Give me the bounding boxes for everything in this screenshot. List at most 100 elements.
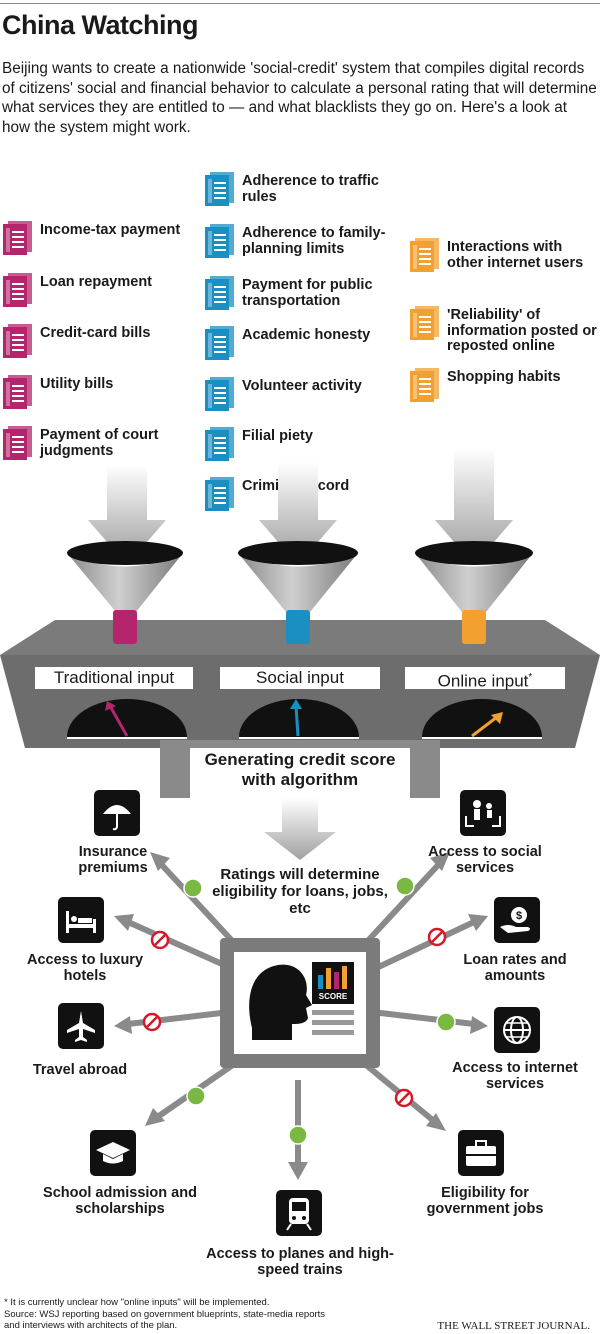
flow-arrow-online	[435, 448, 513, 565]
label-strip-online	[405, 667, 565, 689]
input-item-traditional: Utility bills	[3, 375, 203, 409]
footnote: * It is currently unclear how "online in…	[4, 1297, 270, 1308]
source-note: Source: WSJ reporting based on governmen…	[4, 1309, 326, 1331]
input-item-social: Academic honesty	[205, 326, 405, 360]
document-icon	[410, 368, 440, 402]
gauge-traditional	[67, 699, 187, 739]
document-icon	[3, 324, 33, 358]
flow-arrow-traditional	[88, 465, 166, 565]
gauge-label-online-text: Online input	[437, 671, 529, 691]
algorithm-box	[190, 748, 410, 798]
publisher-credit: THE WALL STREET JOURNAL.	[437, 1320, 590, 1332]
bed-icon	[58, 897, 104, 943]
input-item-label: 'Reliability' of information posted or r…	[447, 307, 597, 354]
funnel-traditional	[67, 541, 183, 644]
globe-icon	[494, 1007, 540, 1053]
algorithm-text: Generating credit score with algorithm	[204, 750, 396, 789]
input-item-label: Adherence to family-planning limits	[242, 225, 386, 257]
gauge-online	[422, 699, 542, 739]
allowed-marker	[183, 878, 203, 898]
label-strip-traditional	[35, 667, 193, 689]
umbrella-icon	[94, 790, 140, 836]
algorithm-down-arrow	[264, 798, 336, 860]
document-icon	[3, 375, 33, 409]
allowed-marker	[436, 1012, 456, 1032]
blocked-marker	[150, 930, 170, 950]
score-label: SCORE	[319, 992, 348, 1001]
document-icon	[410, 306, 440, 340]
flow-arrow-social	[259, 462, 337, 565]
monitor: SCORE	[220, 938, 380, 1068]
input-item-label: Filial piety	[242, 428, 313, 444]
briefcase-icon	[458, 1130, 504, 1176]
blocked-marker	[394, 1088, 414, 1108]
output-travel: Travel abroad	[32, 1062, 128, 1078]
page-title: China Watching	[2, 10, 199, 40]
head-silhouette-icon	[249, 964, 312, 1040]
online-footnote-mark: *	[528, 672, 533, 683]
input-item-label: Volunteer activity	[242, 378, 362, 394]
funnel-social	[238, 541, 358, 644]
output-social-services: Access to social services	[428, 844, 542, 876]
gauge-label-online: Online input*	[405, 668, 565, 692]
output-internet: Access to internet services	[452, 1060, 578, 1092]
input-item-label: Shopping habits	[447, 369, 561, 385]
document-icon	[205, 427, 235, 461]
gauge-social	[239, 699, 359, 739]
input-item-traditional: Income-tax payment	[3, 221, 203, 255]
document-icon	[205, 172, 235, 206]
input-item-label: Payment of court judgments	[40, 427, 159, 459]
machine-graphic: SCORE	[0, 448, 600, 1180]
intro-text: Beijing wants to create a nationwide 'so…	[2, 60, 597, 136]
input-item-label: Income-tax payment	[40, 222, 181, 238]
document-icon	[3, 273, 33, 307]
output-school: School admission and scholarships	[43, 1185, 197, 1217]
input-item-social: Volunteer activity	[205, 377, 405, 411]
input-item-social: Adherence to traffic rules	[205, 172, 405, 206]
gauge-label-traditional: Traditional input	[53, 668, 175, 687]
gauge-label-social: Social input	[256, 668, 344, 687]
input-item-traditional: Loan repayment	[3, 273, 203, 307]
blocked-marker	[427, 927, 447, 947]
output-insurance: Insurance premiums	[78, 844, 148, 876]
input-item-label: Interactions with other internet users	[447, 239, 584, 271]
input-item-label: Academic honesty	[242, 327, 371, 343]
document-icon	[3, 426, 33, 460]
document-icon	[3, 221, 33, 255]
input-item-label: Adherence to traffic rules	[242, 173, 379, 205]
input-item-label: Credit-card bills	[40, 325, 151, 341]
allowed-marker	[186, 1086, 206, 1106]
output-govjobs: Eligibility for government jobs	[426, 1185, 544, 1217]
document-icon	[205, 276, 235, 310]
money-bag-icon: $	[494, 897, 540, 943]
input-item-social: Criminal record	[205, 477, 405, 511]
output-loans: Loan rates and amounts	[463, 952, 567, 984]
input-item-social: Payment for public transportation	[205, 276, 405, 310]
document-icon	[410, 238, 440, 272]
input-item-traditional: Payment of court judgments	[3, 426, 203, 460]
document-icon	[205, 477, 235, 511]
top-rule	[0, 3, 600, 4]
allowed-marker	[288, 1125, 308, 1145]
document-icon	[205, 326, 235, 360]
funnel-online	[415, 541, 533, 644]
input-item-online: Shopping habits	[410, 368, 600, 402]
blocked-marker	[142, 1012, 162, 1032]
input-item-label: Loan repayment	[40, 274, 152, 290]
input-item-traditional: Credit-card bills	[3, 324, 203, 358]
input-item-label: Utility bills	[40, 376, 114, 392]
graduation-cap-icon	[90, 1130, 136, 1176]
ratings-text: Ratings will determine eligibility for l…	[212, 866, 388, 917]
output-trains: Access to planes and high-speed trains	[206, 1246, 394, 1278]
train-icon	[276, 1190, 322, 1236]
input-item-social: Filial piety	[205, 427, 405, 461]
input-item-social: Adherence to family-planning limits	[205, 224, 405, 258]
svg-text:$: $	[516, 910, 522, 922]
input-item-online: 'Reliability' of information posted or r…	[410, 306, 600, 355]
input-item-label: Payment for public transportation	[242, 277, 373, 309]
airplane-icon	[58, 1003, 104, 1049]
document-icon	[205, 224, 235, 258]
input-item-online: Interactions with other internet users	[410, 238, 600, 272]
status-markers	[142, 876, 456, 1145]
allowed-marker	[395, 876, 415, 896]
